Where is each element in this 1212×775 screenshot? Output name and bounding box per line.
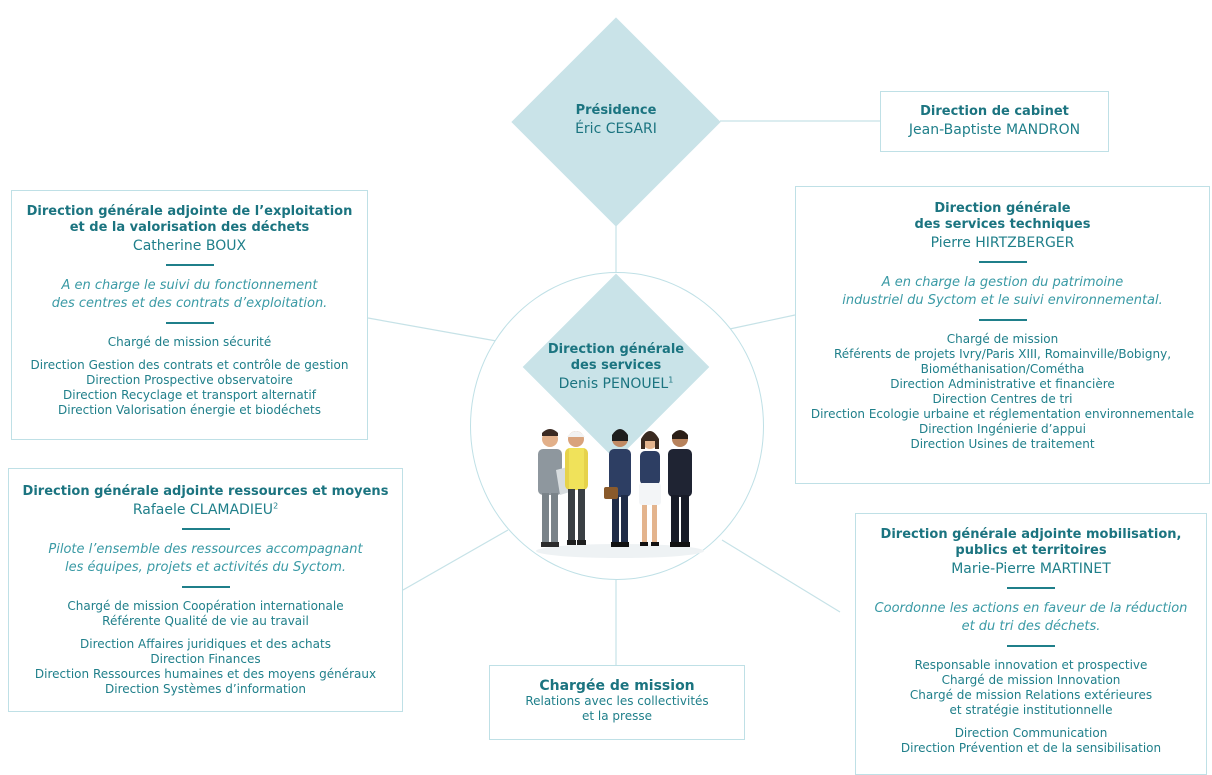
chargee-mission-line2: et la presse [582, 709, 652, 723]
dga-mobilisation-desc-line2: et du tri des déchets. [961, 619, 1101, 634]
team-illustration [536, 429, 704, 558]
connector-dgs-mobilisation [721, 539, 841, 613]
dga-mobilisation-name: Marie-Pierre MARTINET [951, 561, 1111, 577]
dgs-name: Denis PENOUEL [558, 376, 669, 392]
dga-ressources-name-row: Rafaele CLAMADIEU2 [9, 501, 402, 519]
dga-mobilisation-title-line2: publics et territoires [955, 543, 1107, 558]
dga-exploitation-title-line1: Direction générale adjointe de l’exploit… [26, 204, 353, 219]
dga-exploitation-title-line2: et de la valorisation des déchets [69, 220, 310, 235]
divider [1007, 645, 1055, 647]
dga-ressources-item: Direction Systèmes d’information [105, 682, 306, 696]
dga-exploitation-name: Catherine BOUX [132, 238, 247, 254]
dgs-node: Direction générale des services Denis PE… [522, 273, 710, 461]
dgst-item: Référents de projets Ivry/Paris XIII, Ro… [833, 347, 1172, 361]
chargee-mission-line1: Relations avec les collectivités [525, 694, 709, 708]
dga-ressources-footnote: 2 [273, 501, 279, 511]
dgst-title-line2: des services techniques [914, 217, 1091, 232]
dga-mobilisation-item: Chargé de mission Relations extérieures [909, 688, 1153, 702]
dga-ressources-item: Direction Finances [150, 652, 261, 666]
dga-exploitation-item: Chargé de mission sécurité [107, 335, 272, 349]
dga-exploitation-item: Direction Gestion des contrats et contrô… [30, 358, 349, 372]
chargee-mission-box: Chargée de mission Relations avec les co… [489, 665, 745, 740]
dga-mobilisation-item: Direction Communication [954, 726, 1108, 740]
presidence-name: Éric CESARI [575, 121, 657, 137]
dga-mobilisation-item: Responsable innovation et prospective [914, 658, 1148, 672]
chargee-mission-title: Chargée de mission [539, 678, 695, 694]
dgst-desc-line2: industriel du Syctom et le suivi environ… [842, 293, 1163, 308]
divider [165, 322, 214, 324]
dgst-title-line1: Direction générale [934, 201, 1071, 216]
connector-dgs-exploitation [367, 317, 503, 343]
dga-mobilisation-title-line1: Direction générale adjointe mobilisation… [880, 527, 1182, 542]
dgst-box: Direction générale des services techniqu… [795, 186, 1210, 484]
dga-exploitation-desc-line2: des centres et des contrats d’exploitati… [51, 296, 328, 311]
dga-exploitation-item: Direction Valorisation énergie et biodéc… [58, 403, 321, 417]
dga-exploitation-item: Direction Recyclage et transport alterna… [63, 388, 316, 402]
dgs-name-row: Denis PENOUEL1 [522, 375, 710, 393]
cabinet-box: Direction de cabinet Jean-Baptiste MANDR… [880, 91, 1109, 152]
dga-exploitation-item: Direction Prospective observatoire [86, 373, 293, 387]
divider [978, 261, 1027, 263]
dgst-item: Direction Ingénierie d’appui [919, 422, 1086, 436]
dgst-item: Direction Ecologie urbaine et réglementa… [810, 407, 1195, 421]
dga-ressources-item: Référente Qualité de vie au travail [102, 614, 309, 628]
dga-mobilisation-box: Direction générale adjointe mobilisation… [855, 513, 1207, 775]
dgst-item: Direction Centres de tri [932, 392, 1073, 406]
cabinet-title: Direction de cabinet [920, 104, 1069, 119]
connector-dgs-techniques [724, 314, 796, 331]
dga-exploitation-box: Direction générale adjointe de l’exploit… [11, 190, 368, 440]
dgst-item: Direction Usines de traitement [910, 437, 1095, 451]
dgst-desc-line1: A en charge la gestion du patrimoine [881, 275, 1124, 290]
dgst-item: Direction Administrative et financière [890, 377, 1115, 391]
dga-mobilisation-desc-line1: Coordonne les actions en faveur de la ré… [874, 601, 1188, 616]
dgst-name: Pierre HIRTZBERGER [930, 235, 1075, 251]
dga-mobilisation-item: Direction Prévention et de la sensibilis… [900, 741, 1162, 755]
dga-ressources-box: Direction générale adjointe ressources e… [8, 468, 403, 712]
dga-ressources-name: Rafaele CLAMADIEU [132, 502, 274, 518]
dga-ressources-desc-line2: les équipes, projets et activités du Syc… [65, 560, 346, 575]
presidence-node: Présidence Éric CESARI [511, 17, 721, 227]
dga-ressources-desc-line1: Pilote l’ensemble des ressources accompa… [48, 542, 363, 557]
dga-ressources-item: Chargé de mission Coopération internatio… [67, 599, 344, 613]
connector-dgs-ressources [402, 529, 509, 591]
divider [165, 264, 214, 266]
dgs-footnote: 1 [668, 375, 674, 385]
divider [181, 528, 230, 530]
dgst-item: Chargé de mission [946, 332, 1059, 346]
dga-ressources-item: Direction Affaires juridiques et des ach… [80, 637, 331, 651]
dga-mobilisation-item: Chargé de mission Innovation [941, 673, 1121, 687]
divider [1007, 587, 1055, 589]
divider [978, 319, 1027, 321]
dga-mobilisation-item: et stratégie institutionnelle [949, 703, 1113, 717]
dga-exploitation-desc-line1: A en charge le suivi du fonctionnement [61, 278, 318, 293]
cabinet-name: Jean-Baptiste MANDRON [908, 122, 1081, 138]
dga-ressources-title: Direction générale adjointe ressources e… [22, 484, 389, 499]
dgst-item: Biométhanisation/Cométha [920, 362, 1085, 376]
dga-ressources-item: Direction Ressources humaines et des moy… [34, 667, 377, 681]
dgs-title-line2: des services [570, 358, 662, 373]
dgs-title-line1: Direction générale [547, 342, 685, 357]
presidence-title: Présidence [575, 103, 657, 118]
divider [181, 586, 230, 588]
